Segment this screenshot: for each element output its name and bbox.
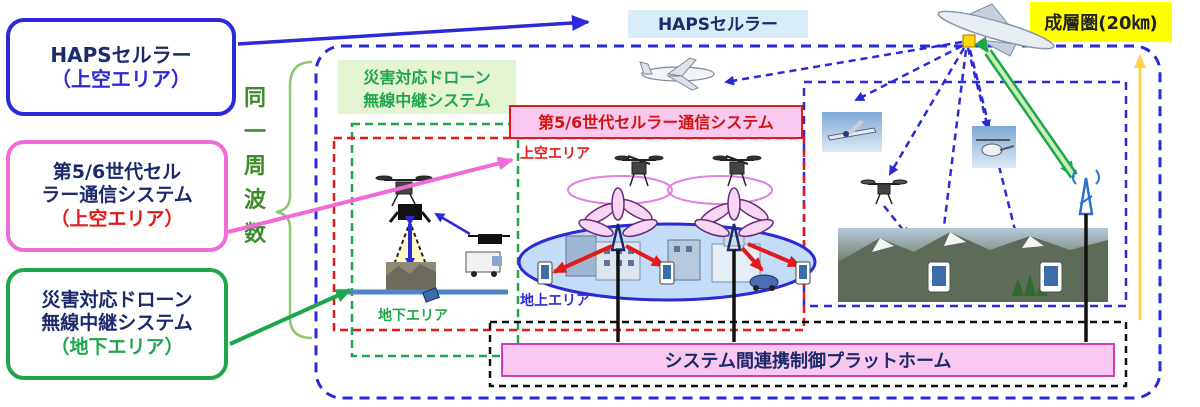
haps-link-airplane [724,40,963,86]
sky-drone-left [614,155,664,187]
haps-box-line2: （上空エリア） [51,67,191,91]
sky-drone-right [712,155,762,187]
haps-cellular-title: HAPSセルラー [658,15,778,35]
ground-phone-right [795,261,811,285]
ground-area-label: 地上エリア [520,292,590,309]
stratosphere-label: 成層圏(20㎞) [1044,12,1158,34]
tethered-relay-icon [388,204,432,223]
drone-system-title-line1: 災害対応ドローン [363,68,490,87]
beam-arrow-car [740,246,764,272]
drone-box-line2: 無線中継システム [41,312,193,335]
sky-area-label: 上空エリア [520,145,590,162]
drone-area-box: 災害対応ドローン 無線中継システム （地下エリア） [6,268,228,380]
ground-phone-center [659,261,675,285]
same-frequency-char: 同 [243,86,266,111]
haps-cellular-title-box [628,10,808,38]
cellular-system-title: 第5/6世代セルラー通信システム [538,113,774,132]
same-frequency-char: 数 [243,222,266,248]
buildings-right [711,235,761,283]
airplane-icon [639,57,715,91]
same-frequency-char: 周 [243,154,266,180]
platform-label: システム間連携制御プラットホーム [665,350,952,372]
platform-bar [501,343,1115,377]
drone-box-line3: （地下エリア） [50,335,184,358]
beam-arrow-right-phone [747,242,802,268]
cellular-pointer-arrow [227,156,514,234]
haps-coverage-frame [314,44,1162,400]
drone-system-frame [350,122,520,358]
drone-pointer-arrow [229,288,352,346]
ground-base-station-tower [1072,169,1100,342]
car-icon [749,274,779,291]
cellular-box-line3: （上空エリア） [50,207,184,230]
mountain-phone-center [927,261,951,293]
base-station-right [694,187,774,342]
underground-device [422,287,440,303]
helicopter-photo [972,126,1016,168]
mountain-photo [838,228,1108,302]
truck-drone-icon [468,234,510,244]
ground-phone-left [537,261,553,285]
sky-coverage-ellipse-right [667,175,773,205]
same-frequency-char: 一 [243,120,266,146]
cellular-box-line2: ラー通信システム [41,184,193,207]
haps-area-box: HAPSセルラー （上空エリア） [6,18,236,116]
haps-link-phone-center [936,49,968,260]
cellular-area-box: 第5/6世代セル ラー通信システム （上空エリア） [6,140,228,252]
relay-truck-icon [465,251,502,277]
base-station-left [578,187,658,342]
buildings-left [565,235,641,281]
haps-link-drone-ground [883,205,910,238]
drone-system-title-box [338,60,516,114]
drone-system-title-line2: 無線中継システム [363,91,491,110]
underground-area-label: 地下エリア [378,307,448,324]
beam-arrow-center-phone [625,244,666,268]
haps-pointer-arrow [237,15,590,46]
drone-box-line1: 災害対応ドローン [41,289,193,312]
haps-link-jet [854,44,963,102]
right-drone-icon [860,179,908,205]
cellular-box-line1: 第5/6世代セル [52,161,182,184]
stratosphere-label-box [1030,2,1172,42]
same-frequency-bracket [275,60,313,340]
haps-link-helicopter [966,47,991,130]
truck-to-relay-arrow [434,212,471,236]
platform-frame [488,320,1128,388]
beam-arrow-left-phone [552,244,613,274]
haps-box-line1: HAPSセルラー [50,42,192,67]
rubble-photo [386,262,436,290]
haps-link-drone [888,47,966,176]
jet-photo [822,112,882,152]
same-frequency-char: 波 [243,188,266,214]
mountain-phone-right [1039,261,1063,293]
same-frequency-label: 同 一 周 波 数 [240,82,270,252]
cellular-system-title-box [509,105,803,139]
